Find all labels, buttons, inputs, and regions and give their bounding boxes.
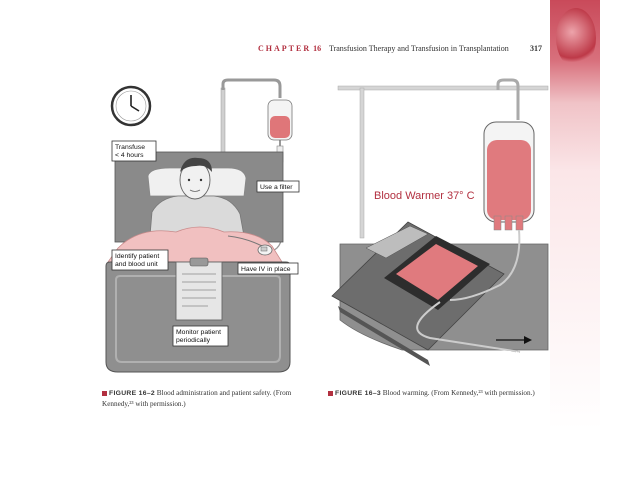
figure-16-3-caption: FIGURE 16–3 Blood warming. (From Kennedy… — [328, 388, 543, 399]
patient-arm — [227, 235, 263, 247]
callout-monitor-line1: Monitor patient — [176, 329, 221, 336]
clock-icon — [110, 85, 152, 127]
figure-16-2-label: FIGURE 16–2 — [109, 390, 155, 397]
chapter-number: 16 — [313, 44, 322, 53]
rose-decoration — [556, 8, 596, 68]
callout-filter: Use a filter — [256, 180, 300, 193]
blood-warmer-device — [331, 221, 505, 366]
callout-identify: Identify patient and blood unit — [111, 249, 169, 271]
clipboard-chart — [175, 257, 223, 321]
figure-16-3-label: FIGURE 16–3 — [335, 390, 381, 397]
callout-transfuse-line2: < 4 hours — [115, 152, 144, 159]
callout-identify-line1: Identify patient — [115, 253, 159, 260]
warmer-blood-bag — [483, 121, 535, 231]
warmer-tubing-out — [416, 301, 521, 353]
bag-hanger — [496, 78, 520, 120]
overhead-rail — [337, 85, 549, 91]
figure-16-2-caption-text: Blood administration and patient safety.… — [102, 389, 292, 408]
to-patient-arrow-icon — [496, 336, 532, 344]
patient-gown — [149, 195, 245, 237]
callout-iv: Have IV in place — [237, 262, 299, 275]
warmer-blood-pouch — [396, 244, 478, 300]
figure-16-3-caption-text: Blood warming. (From Kennedy,²³ with per… — [382, 389, 535, 397]
chapter-title: Transfusion Therapy and Transfusion in T… — [328, 44, 509, 53]
warmer-control-panel — [365, 225, 429, 259]
decorative-corner-image — [550, 0, 600, 430]
bed-footboard-inset — [115, 275, 281, 363]
callout-iv-text: Have IV in place — [241, 266, 291, 273]
page-number: 317 — [530, 44, 542, 53]
callout-identify-line2: and blood unit — [115, 261, 158, 268]
figure-16-2-caption: FIGURE 16–2 Blood administration and pat… — [102, 388, 312, 409]
iv-hanger — [221, 78, 282, 98]
patient-head — [179, 157, 212, 200]
iv-site-hand — [257, 244, 273, 256]
callout-filter-text: Use a filter — [260, 184, 293, 191]
blood-warmer-label: Blood Warmer 37° C — [374, 190, 475, 202]
warmer-pole — [359, 87, 365, 239]
caption-bullet — [328, 390, 333, 396]
caption-bullet — [102, 390, 107, 396]
callout-monitor: Monitor patient periodically — [172, 325, 229, 347]
to-patient-label: To Patient — [498, 351, 529, 358]
warmer-tubing-in — [449, 229, 521, 301]
callout-transfuse-line1: Transfuse — [115, 144, 145, 151]
blood-bag — [267, 99, 293, 163]
running-header: CHAPTER 16 Transfusion Therapy and Trans… — [258, 44, 548, 53]
callout-monitor-line2: periodically — [176, 337, 211, 344]
callout-transfuse: Transfuse < 4 hours — [111, 140, 157, 162]
chapter-word: CHAPTER — [258, 44, 312, 53]
